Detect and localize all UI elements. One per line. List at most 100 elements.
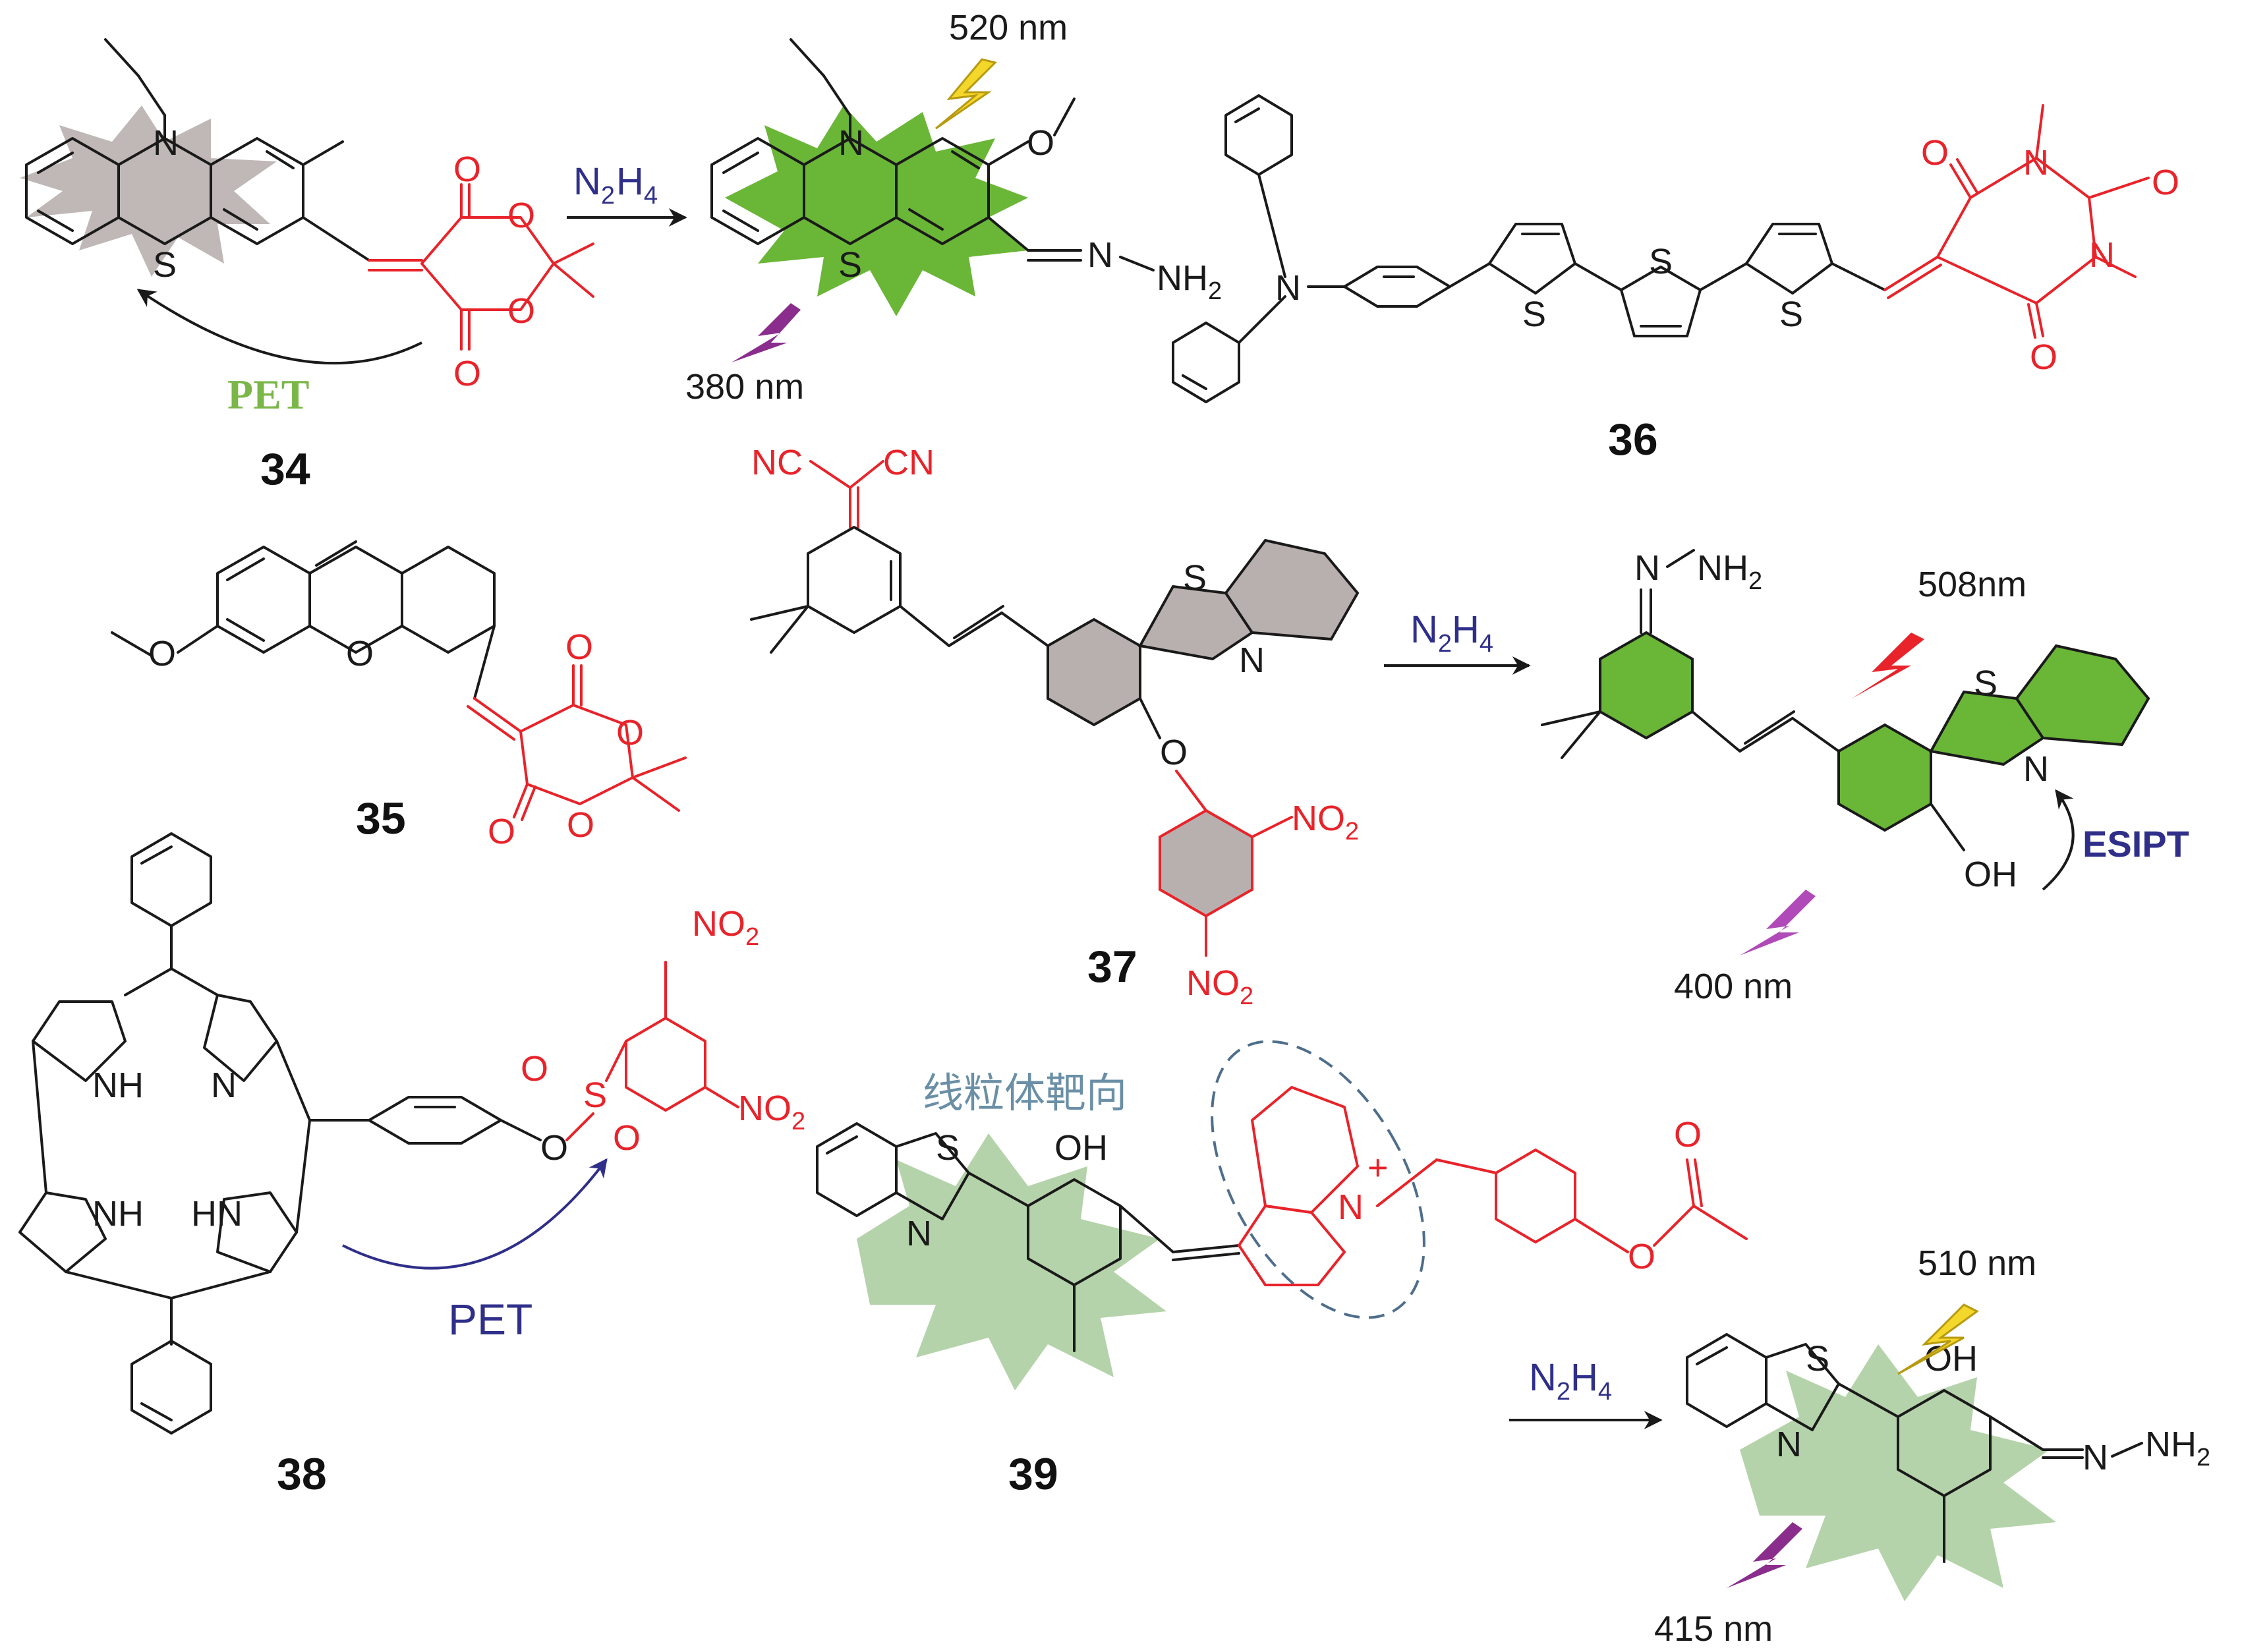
atom-O-ether-37: O	[1160, 733, 1188, 772]
meldrum-group-34: O O O O	[368, 150, 594, 393]
atom-N-36b: N	[2089, 235, 2115, 275]
atom-O-methoxy-p34: O	[1027, 123, 1054, 163]
compound-34: N S O O O O PET 34	[20, 38, 594, 494]
fluor-burst-p39	[1740, 1344, 2056, 1601]
emission-bolt-34	[935, 58, 997, 130]
atom-O-34a: O	[453, 150, 481, 189]
atom-N-p39: N	[1776, 1425, 1802, 1464]
atom-O-methoxy-35: O	[148, 634, 176, 673]
reagent-1: N2NH	[573, 160, 615, 210]
atom-O-38b: O	[613, 1118, 641, 1158]
atom-O-34d: O	[453, 354, 481, 393]
atom-NH2-p39: NH2	[2145, 1425, 2210, 1471]
excitation-37: 400 nm	[1674, 967, 1793, 1006]
reaction-arrow-2: N2H4	[1384, 608, 1531, 675]
atom-N-p37: N	[2023, 749, 2049, 789]
label-37: 37	[1087, 942, 1137, 992]
dicyano-group-37: NC CN	[751, 443, 934, 528]
atom-O-36c: O	[2030, 337, 2057, 377]
barbiturate-group-36: O N O N O	[1883, 104, 2179, 377]
atom-O-38a: O	[521, 1049, 548, 1089]
compound-37: NC CN S N O NO2 NO2 37	[750, 443, 1360, 1010]
charge-39: +	[1367, 1148, 1389, 1187]
pet-arrow-34	[136, 289, 422, 365]
atom-S-p34: S	[838, 245, 862, 285]
pet-label-34: PET	[227, 371, 309, 418]
atom-S-38: S	[583, 1075, 607, 1115]
nitro-38b: NO2	[738, 1089, 805, 1135]
atom-N-hydrazone-p37: N	[1634, 548, 1660, 588]
atom-N-p34: N	[838, 123, 864, 163]
compound-38: NH N NH HN O S O O NO2 NO2 PET	[18, 832, 805, 1499]
atom-CN-37: CN	[883, 443, 934, 482]
atom-O-38: O	[540, 1128, 568, 1168]
atom-O-35b: O	[616, 713, 644, 753]
fluor-burst-34	[725, 105, 1028, 316]
atom-NH-38b: NH	[92, 1194, 144, 1234]
atom-S-36c: S	[1779, 295, 1803, 334]
nitro-38a: NO2	[692, 904, 759, 951]
atom-O-34c: O	[507, 291, 535, 331]
atom-NC-37: NC	[751, 443, 803, 482]
excitation-bolt-37	[1740, 890, 1816, 955]
atom-S-37: S	[1183, 558, 1207, 598]
mito-target-annotation: 线粒体靶向	[923, 1069, 1127, 1117]
excitation-39: 415 nm	[1654, 1609, 1773, 1649]
pet-label-38: PET	[448, 1295, 532, 1344]
emission-bolt-37	[1852, 633, 1924, 698]
atom-N-p39b: N	[2083, 1438, 2108, 1477]
atom-N-36: N	[1275, 268, 1301, 308]
fluor-burst-39	[857, 1133, 1166, 1390]
mito-target-ellipse	[1211, 1040, 1425, 1319]
reagent-1-tail: H4	[616, 160, 658, 210]
atom-S-36a: S	[1522, 295, 1546, 334]
reaction-arrow-1: N2NH H4	[567, 160, 687, 227]
meldrum-group-35: O O O O	[467, 627, 687, 851]
atom-O-39b: O	[1674, 1115, 1702, 1154]
dinitrophenyl-37: NO2 NO2	[1159, 770, 1359, 1010]
nitro-37a: NO2	[1292, 799, 1359, 845]
atom-S-p37: S	[1974, 664, 1998, 703]
quenched-ring-37	[1047, 617, 1141, 727]
label-36: 36	[1608, 414, 1658, 465]
emission-39: 510 nm	[1918, 1243, 2036, 1283]
quinolinium-group-39: N + O O	[1238, 1086, 1748, 1286]
label-34: 34	[260, 444, 310, 494]
atom-S-p39: S	[1806, 1339, 1829, 1379]
fluor-ring-p37a	[1599, 631, 1694, 740]
atom-N-39-quin: N	[1338, 1187, 1364, 1227]
atom-N-37: N	[1239, 641, 1265, 680]
atom-O-39a: O	[1628, 1237, 1655, 1276]
atom-N-36a: N	[2023, 143, 2049, 183]
atom-O-36b: O	[2152, 163, 2179, 202]
label-38: 38	[277, 1449, 327, 1499]
atom-O-35c: O	[567, 805, 594, 845]
benzo-ring-37	[1224, 538, 1360, 641]
dinitro-ring-37	[1159, 809, 1253, 918]
esipt-arrow	[2042, 789, 2075, 891]
atom-S-36b: S	[1649, 242, 1673, 281]
reagent-3: N2H4	[1529, 1356, 1612, 1406]
atom-OH-39: OH	[1054, 1128, 1108, 1168]
pet-arrow-38	[342, 1158, 608, 1270]
atom-N-imine-p34: N	[1087, 235, 1113, 275]
reaction-arrow-3: N2H4	[1509, 1356, 1663, 1429]
product-37: N NH2 S N OH ESIPT 508nm 400 nm	[1541, 548, 2189, 1006]
atom-NH2-p34: NH2	[1157, 258, 1222, 305]
atom-NH-38a: NH	[92, 1066, 144, 1105]
product-39: S N OH N NH2 510 nm 415 nm	[1654, 1243, 2210, 1649]
fluor-ring-p37b	[1837, 723, 1932, 832]
atom-NH2-p37: NH2	[1697, 548, 1762, 595]
compound-39: S N OH 线粒体靶向 N + O O 39	[816, 1040, 1748, 1499]
quenched-burst-34	[20, 105, 277, 277]
emission-bolt-39	[1897, 1303, 1979, 1375]
atom-O-35d: O	[488, 812, 515, 851]
product-34: O N NH2 N S 520 nm 380 nm	[685, 8, 1222, 407]
esipt-label: ESIPT	[2083, 823, 2189, 865]
nitro-37b: NO2	[1186, 963, 1253, 1010]
emission-37: 508nm	[1918, 565, 2026, 604]
atom-O-ring-35: O	[346, 634, 374, 673]
atom-O-36a: O	[1921, 133, 1949, 173]
atom-N-34: N	[153, 123, 179, 163]
